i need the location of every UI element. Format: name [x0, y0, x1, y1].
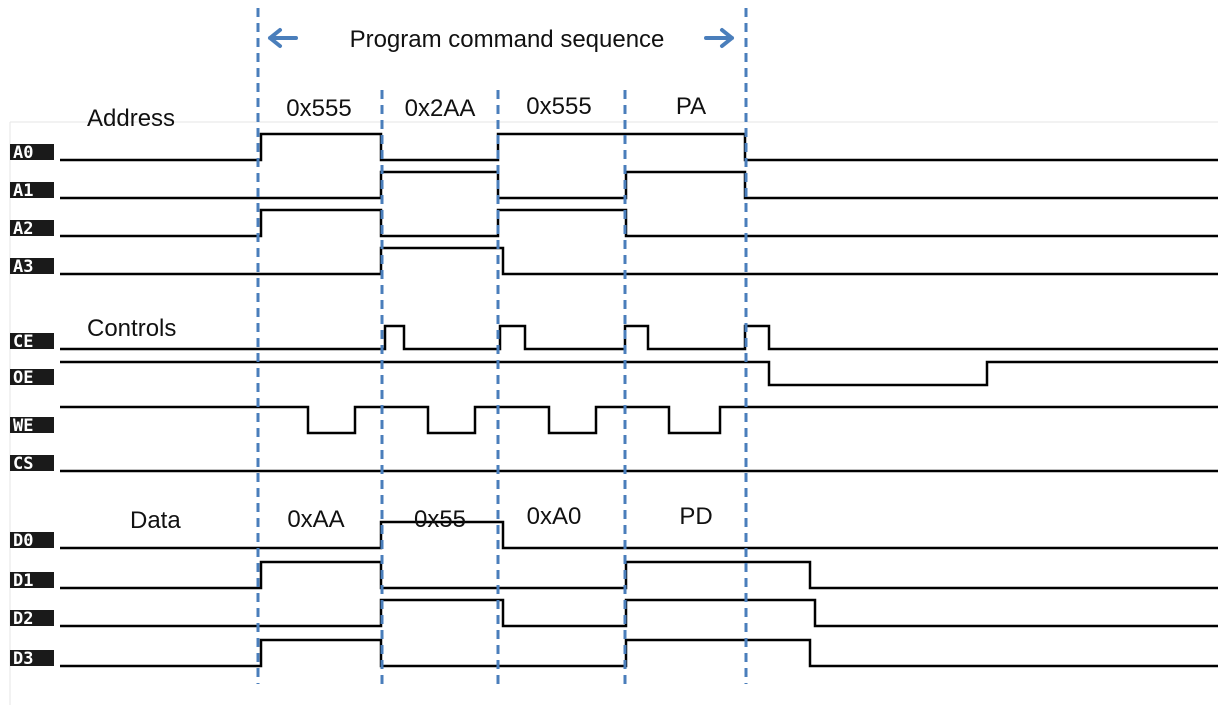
- trace-we: [60, 405, 1218, 435]
- data-phase-4: PD: [679, 503, 712, 530]
- arrow-left-icon: [268, 28, 298, 48]
- signal-label-text: A1: [13, 181, 33, 201]
- signal-label-text: WE: [13, 416, 33, 436]
- trace-a1: [60, 170, 1218, 200]
- signal-label-text: D0: [13, 531, 33, 551]
- signal-label-box: [10, 532, 54, 548]
- signal-label-a3: A3: [10, 257, 54, 277]
- signal-label-cs: CS: [10, 454, 54, 474]
- signal-label-we: WE: [10, 416, 54, 436]
- signal-label-d1: D1: [10, 571, 54, 591]
- signal-label-text: D1: [13, 571, 33, 591]
- trace-ce: [60, 324, 1218, 351]
- trace-d2: [60, 598, 1218, 628]
- trace-a3: [60, 246, 1218, 276]
- signal-label-text: A3: [13, 257, 33, 277]
- address-phase-4: PA: [676, 93, 706, 120]
- trace-d0: [60, 520, 1218, 550]
- trace-a0: [60, 132, 1218, 162]
- signal-label-box: [10, 417, 54, 433]
- signal-label-text: D3: [13, 649, 33, 669]
- signal-label-box: [10, 144, 54, 160]
- signal-label-text: D2: [13, 609, 33, 629]
- signal-label-box: [10, 333, 54, 349]
- signal-label-box: [10, 610, 54, 626]
- signal-label-d0: D0: [10, 531, 54, 551]
- signal-traces: [60, 132, 1218, 668]
- data-phase-3: 0xA0: [527, 503, 582, 530]
- signal-label-box: [10, 455, 54, 471]
- signal-label-oe: OE: [10, 368, 54, 388]
- signal-label-text: CS: [13, 454, 33, 474]
- signal-label-text: CE: [13, 332, 33, 352]
- signal-label-a1: A1: [10, 181, 54, 201]
- signal-label-box: [10, 572, 54, 588]
- signal-label-box: [10, 220, 54, 236]
- group-label-data: Data: [130, 507, 181, 534]
- signal-label-a2: A2: [10, 219, 54, 239]
- signal-label-text: A2: [13, 219, 33, 239]
- group-label-controls: Controls: [87, 315, 176, 342]
- address-phase-2: 0x2AA: [405, 95, 476, 122]
- title-text: Program command sequence: [350, 26, 665, 53]
- address-phase-3: 0x555: [526, 93, 591, 120]
- data-phase-1: 0xAA: [287, 506, 344, 533]
- signal-label-box: [10, 369, 54, 385]
- address-phase-1: 0x555: [286, 95, 351, 122]
- signal-label-ce: CE: [10, 332, 54, 352]
- signal-label-box: [10, 182, 54, 198]
- signal-label-text: A0: [13, 143, 33, 163]
- trace-oe: [60, 360, 1218, 387]
- signal-label-text: OE: [13, 368, 33, 388]
- signal-label-d3: D3: [10, 649, 54, 669]
- trace-d3: [60, 638, 1218, 668]
- signal-label-box: [10, 650, 54, 666]
- trace-d1: [60, 560, 1218, 590]
- arrow-right-icon: [704, 28, 734, 48]
- sequence-title: Program command sequence: [268, 26, 734, 53]
- signal-label-d2: D2: [10, 609, 54, 629]
- group-label-address: Address: [87, 105, 175, 132]
- phase-dividers: [256, 8, 748, 684]
- data-phase-2: 0x55: [414, 506, 466, 533]
- signal-label-a0: A0: [10, 143, 54, 163]
- trace-a2: [60, 208, 1218, 238]
- signal-label-box: [10, 258, 54, 274]
